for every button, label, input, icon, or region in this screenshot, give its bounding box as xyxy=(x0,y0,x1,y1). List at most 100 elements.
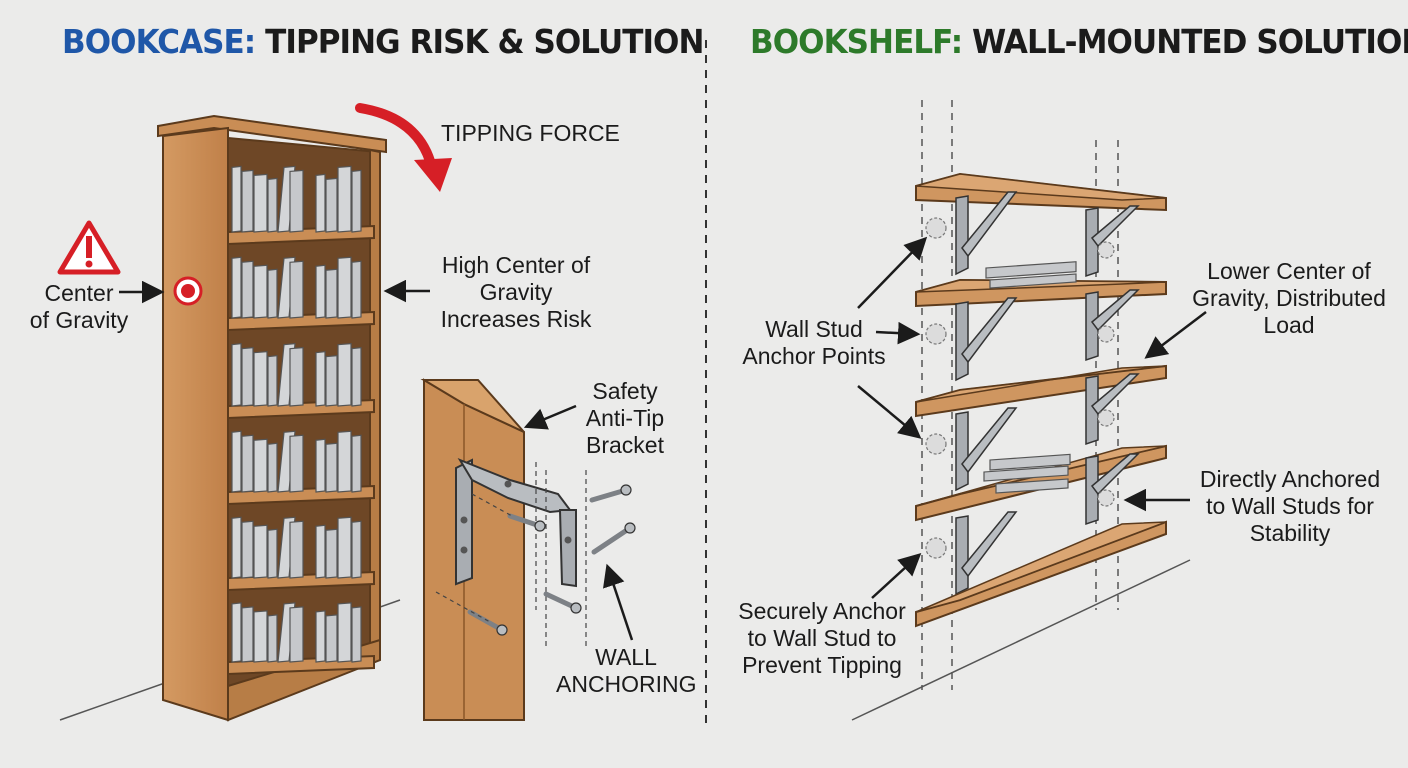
book xyxy=(325,614,338,663)
book xyxy=(315,173,326,233)
wall-stud-anchor-label: Wall Stud Anchor Points xyxy=(742,316,886,369)
left-title-rest: TIPPING RISK & SOLUTION xyxy=(255,22,704,61)
book xyxy=(267,177,278,233)
wall-shelf-top xyxy=(915,521,1167,613)
shelf-bracket-brace xyxy=(961,511,1018,578)
wall-anchoring-label: WALL ANCHORING xyxy=(556,644,697,697)
book xyxy=(351,347,362,407)
book xyxy=(267,268,278,319)
book xyxy=(289,347,304,407)
book xyxy=(289,260,304,319)
right-panel-title: BOOKSHELF: WALL-MOUNTED SOLUTION xyxy=(750,22,1408,72)
wall-shelf-illustration xyxy=(851,100,1191,721)
book xyxy=(325,442,338,493)
screw-head xyxy=(496,624,508,636)
book xyxy=(241,260,254,319)
shelf-bracket-brace xyxy=(961,297,1018,364)
book xyxy=(231,256,242,319)
book xyxy=(337,602,352,663)
directly-anchored-label: Directly Anchored to Wall Studs for Stab… xyxy=(1199,466,1381,546)
book xyxy=(253,524,268,579)
wall-shelf-top xyxy=(915,173,1167,201)
stud-anchor-point xyxy=(925,323,947,345)
arrow-securely-anchor xyxy=(871,552,922,599)
book xyxy=(289,606,304,663)
center-of-gravity-marker xyxy=(173,276,203,306)
left-title-accent: BOOKCASE: xyxy=(62,22,256,61)
lower-center-label: Lower Center of Gravity, Distributed Loa… xyxy=(1192,258,1386,338)
shelf-bracket-brace xyxy=(1090,205,1140,248)
book xyxy=(241,434,254,493)
book xyxy=(253,438,268,493)
stacked-book xyxy=(989,453,1071,471)
stud-anchor-point xyxy=(925,433,947,455)
shelf-bracket xyxy=(1085,207,1099,278)
screw xyxy=(591,525,633,555)
wall-shelf-top xyxy=(915,365,1167,403)
book xyxy=(231,165,242,233)
stud-anchor-point xyxy=(925,217,947,239)
book xyxy=(337,516,352,579)
shelf-bracket xyxy=(955,515,969,596)
stacked-book xyxy=(989,273,1077,289)
book xyxy=(231,602,242,663)
book xyxy=(315,610,326,663)
stud-anchor-point xyxy=(1097,325,1115,343)
book xyxy=(337,256,352,319)
book xyxy=(289,434,304,493)
shelf-bracket xyxy=(1085,291,1099,362)
arrow-wall-anchoring xyxy=(603,563,634,641)
right-title-rest: WALL-MOUNTED SOLUTION xyxy=(962,22,1408,61)
book xyxy=(351,260,362,319)
book xyxy=(325,177,338,233)
high-center-label: High Center of Gravity Increases Risk xyxy=(440,252,592,332)
stacked-book xyxy=(985,261,1077,279)
left-panel-title: BOOKCASE: TIPPING RISK & SOLUTION xyxy=(62,22,704,72)
book xyxy=(241,520,254,579)
book xyxy=(267,442,278,493)
arrow-anti-tip-bracket xyxy=(523,404,577,430)
book xyxy=(241,606,254,663)
anti-tip-bracket-detail xyxy=(420,378,636,721)
stud-anchor-point xyxy=(1097,241,1115,259)
screw-head xyxy=(624,522,636,534)
book xyxy=(325,355,338,407)
book xyxy=(289,520,304,579)
book xyxy=(337,343,352,407)
shelf-bracket-brace xyxy=(961,191,1018,258)
screw-head xyxy=(620,484,632,496)
shelf-bracket xyxy=(1085,375,1099,446)
right-title-accent: BOOKSHELF: xyxy=(750,22,963,61)
anti-tip-bracket-label: Safety Anti-Tip Bracket xyxy=(585,378,665,458)
book xyxy=(253,173,268,233)
arrow-stud-anchor-3 xyxy=(857,385,922,439)
tipping-force-arrowhead xyxy=(414,158,452,192)
screw xyxy=(589,487,629,503)
arrow-stud-anchor-1 xyxy=(857,236,928,309)
book xyxy=(253,351,268,407)
book xyxy=(315,264,326,319)
screw-head xyxy=(570,602,582,614)
book xyxy=(267,614,278,663)
book xyxy=(241,169,254,233)
book xyxy=(351,606,362,663)
stud-anchor-point xyxy=(1097,409,1115,427)
book xyxy=(241,347,254,407)
book xyxy=(351,520,362,579)
book xyxy=(267,528,278,579)
shelf-bracket-brace xyxy=(961,407,1018,474)
stacked-book xyxy=(983,465,1069,482)
book xyxy=(337,430,352,493)
arrow-stud-anchor-2 xyxy=(875,321,921,345)
shelf-bracket-brace xyxy=(1090,289,1140,332)
securely-anchor-label: Securely Anchor to Wall Stud to Prevent … xyxy=(738,598,906,678)
book xyxy=(267,355,278,407)
shelf-bracket-brace xyxy=(1090,453,1140,496)
shelf-bracket-brace xyxy=(1090,373,1140,416)
shelf-bracket xyxy=(955,195,969,276)
book xyxy=(231,516,242,579)
book xyxy=(337,165,352,233)
book xyxy=(253,610,268,663)
tipping-force-label: TIPPING FORCE xyxy=(441,120,620,146)
